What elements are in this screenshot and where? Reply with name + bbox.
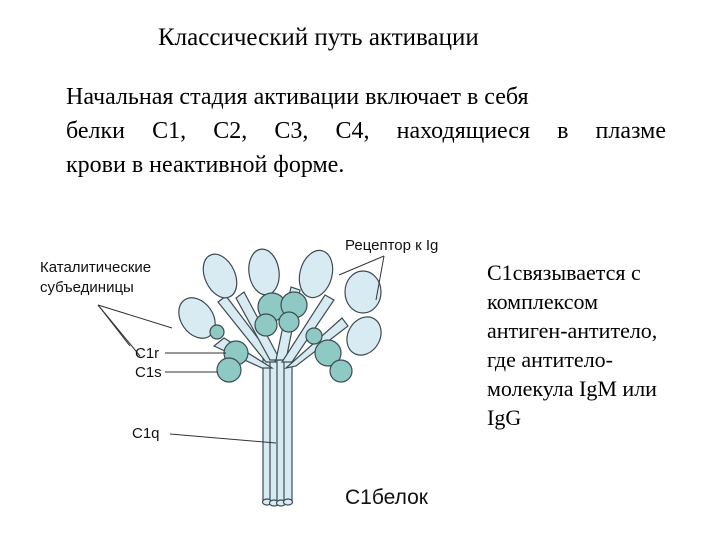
receptor-head bbox=[248, 248, 280, 296]
catalytic-label-line2: субъединицы bbox=[40, 279, 134, 296]
c1s-subunit bbox=[216, 357, 242, 383]
side-note-line: антиген-антитело, bbox=[487, 318, 658, 343]
c1s-subunit bbox=[254, 313, 278, 337]
c1r-label: C1r bbox=[135, 345, 159, 362]
c1r-subunit bbox=[209, 324, 225, 340]
c1q-label: C1q bbox=[132, 425, 160, 442]
pointer-line bbox=[169, 433, 277, 444]
intro-line-1: Начальная стадия активации включает в се… bbox=[66, 84, 529, 110]
c1q-arm bbox=[280, 294, 335, 363]
pointer-line bbox=[97, 304, 141, 357]
intro-line-2: белки С1, С2, С3, С4, находящиеся в плаз… bbox=[66, 118, 666, 144]
receptor-head bbox=[344, 270, 382, 314]
pointer-line bbox=[375, 255, 385, 301]
receptor-head bbox=[202, 253, 238, 299]
side-note-line: комплексом bbox=[487, 289, 598, 314]
stem-base bbox=[282, 498, 294, 506]
pointer-line bbox=[338, 255, 385, 276]
catalytic-label-line1: Каталитические bbox=[40, 259, 151, 276]
side-note-line: где антитело- bbox=[487, 347, 613, 372]
side-note-line: молекула IgM или bbox=[487, 376, 657, 401]
c1s-subunit bbox=[278, 311, 300, 333]
c1r-subunit bbox=[305, 327, 323, 345]
c1s-label: C1s bbox=[135, 364, 162, 381]
stem-rod bbox=[283, 357, 293, 503]
receptor-label: Рецептор к Ig bbox=[345, 237, 438, 254]
intro-line-3: крови в неактивной форме. bbox=[66, 152, 345, 178]
intro-paragraph: Начальная стадия активации включает в се… bbox=[66, 80, 666, 182]
c1r-subunit bbox=[314, 339, 342, 367]
receptor-head bbox=[178, 297, 216, 339]
receptor-head bbox=[298, 249, 334, 299]
side-note-line: IgG bbox=[487, 405, 522, 430]
c1s-subunit bbox=[329, 359, 353, 383]
slide-title: Классический путь активации bbox=[158, 24, 479, 51]
pointer-line bbox=[97, 304, 173, 329]
side-note-line: С1связывается с bbox=[487, 260, 641, 285]
receptor-head bbox=[346, 316, 382, 356]
c1-protein-label: С1белок bbox=[345, 486, 429, 509]
side-note: С1связывается с комплексом антиген-антит… bbox=[487, 258, 712, 432]
